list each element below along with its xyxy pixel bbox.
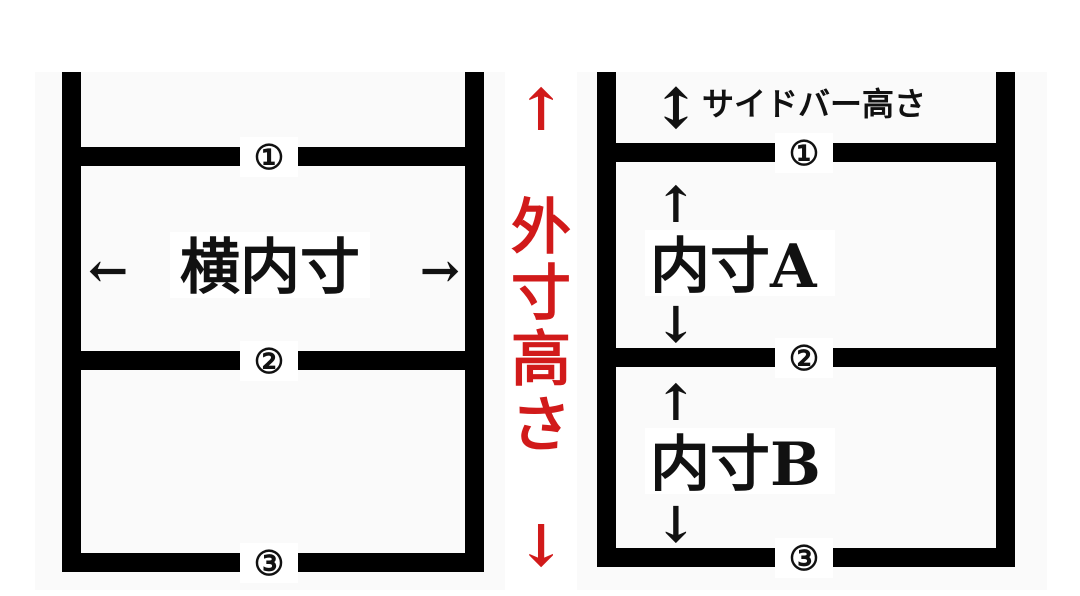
arrow-down-red-icon: ↓ (517, 512, 566, 580)
inner-b-label-bg (645, 428, 835, 494)
right-label-bg-2 (775, 338, 833, 378)
outer-height-indicator: ↑ 外寸高さ ↓ (511, 76, 571, 580)
outer-height-char: 外 (511, 193, 571, 263)
left-label-bg-1 (240, 137, 298, 177)
arrow-up-b-icon: ↑ (655, 373, 697, 432)
right-post-right (996, 72, 1015, 567)
outer-height-label: 外寸高さ (511, 193, 571, 461)
arrow-up-a-icon: ↑ (655, 175, 697, 234)
outer-height-char: 高 (511, 325, 571, 395)
left-label-bg-3 (240, 543, 298, 583)
left-label-bg-2 (240, 341, 298, 381)
inner-width-label-bg (170, 232, 370, 298)
inner-b-indicator: ↑ 内寸B ↓ (645, 373, 835, 554)
sidebar-height-indicator: ↕ サイドバー高さ (653, 76, 926, 142)
outer-height-char: さ (511, 391, 571, 461)
arrow-left-icon: ← (88, 243, 128, 299)
right-post-left (597, 72, 616, 567)
left-post-right (465, 72, 484, 572)
left-shelf-label-2: ② (254, 342, 284, 382)
inner-a-indicator: ↑ 内寸A ↓ (645, 175, 835, 354)
inner-width-label: 横内寸 (180, 233, 360, 303)
right-shelf-label-1: ① (789, 134, 819, 174)
arrow-right-icon: → (420, 243, 460, 299)
inner-width-indicator: ← 横内寸 → (88, 232, 460, 303)
arrow-down-a-icon: ↓ (655, 295, 697, 354)
arrow-up-red-icon: ↑ (517, 76, 566, 144)
right-shelf-label-2: ② (789, 339, 819, 379)
inner-a-label: 内寸A (650, 232, 818, 302)
right-shelf-label-3: ③ (789, 539, 819, 579)
outer-height-char: 寸 (511, 259, 571, 329)
arrow-down-b-icon: ↓ (655, 495, 697, 554)
inner-a-label-bg (645, 230, 835, 296)
inner-b-label: 内寸B (650, 430, 821, 500)
sidebar-height-label: サイドバー高さ (702, 85, 926, 123)
left-shelf-label-1: ① (254, 138, 284, 178)
left-post-left (62, 72, 81, 572)
right-label-bg-1 (775, 133, 833, 173)
right-label-bg-3 (775, 538, 833, 578)
left-shelf-label-3: ③ (254, 544, 284, 584)
arrow-updown-icon: ↕ (653, 76, 700, 142)
